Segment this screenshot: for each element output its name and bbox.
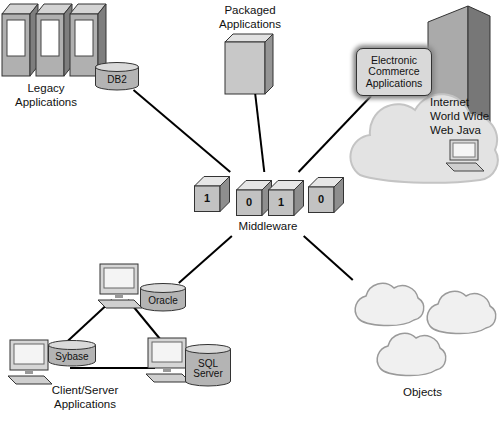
computer-screen <box>14 344 44 364</box>
laptop-display <box>453 143 475 157</box>
package-group: Packaged Applications <box>205 4 295 94</box>
internet-cloud <box>350 94 497 183</box>
cube-front <box>195 186 221 212</box>
database-cylinder: Sybase <box>48 340 96 366</box>
database-cylinder: DB2 <box>95 62 139 90</box>
package-front <box>225 42 265 94</box>
cylinder-top <box>49 341 96 350</box>
computer-neck <box>163 368 171 372</box>
connector-line <box>255 94 264 172</box>
cube-front <box>237 190 263 216</box>
object-cloud <box>377 333 445 375</box>
laptop-screen <box>450 140 478 160</box>
object-cloud <box>427 291 495 333</box>
group-label: Objects <box>350 386 495 400</box>
computer-monitor <box>100 264 138 294</box>
cube-outline <box>194 176 230 212</box>
package-side <box>265 34 273 94</box>
objects-group: Objects <box>350 280 495 405</box>
server-front <box>2 14 30 76</box>
cube-outline <box>236 180 272 216</box>
connector-line <box>299 96 372 172</box>
group-label: Packaged Applications <box>205 4 295 32</box>
cube-front <box>309 187 335 213</box>
cylinder-top <box>141 284 186 293</box>
cylinder-body <box>186 349 231 386</box>
database-label: Oracle <box>140 292 186 310</box>
bit-digit: 1 <box>194 186 220 212</box>
database-label: DB2 <box>95 71 139 89</box>
cube-side <box>294 181 304 216</box>
database-label: SQL Server <box>185 353 231 385</box>
computer-keyboard <box>146 374 190 382</box>
client-server-group: OracleSybase SQL ServerClient/Server Appl… <box>0 258 235 422</box>
computer-neck <box>25 370 33 374</box>
object-cloud <box>355 283 423 325</box>
cloud-label: Internet World Wide Web Java <box>430 96 500 137</box>
box-label: Electronic Commerce Applications <box>357 49 431 95</box>
computer-keyboard <box>98 300 142 308</box>
database-cylinder: SQL Server <box>185 344 231 386</box>
server-panel <box>7 20 25 56</box>
computer-monitor <box>148 338 186 368</box>
cube-front <box>269 190 295 216</box>
connector-line <box>179 236 232 283</box>
bit-cube: 0 <box>308 177 344 213</box>
computer-screen <box>152 342 182 362</box>
bit-cube: 0 <box>236 180 272 216</box>
bit-digit: 1 <box>268 190 294 216</box>
database-cylinder: Oracle <box>140 283 186 311</box>
cube-outline <box>268 180 304 216</box>
application-box: Electronic Commerce Applications <box>356 48 432 96</box>
database-label: Sybase <box>48 349 96 365</box>
computer-screen <box>104 268 134 288</box>
laptop-keyboard <box>446 163 484 171</box>
server-panel <box>41 20 59 56</box>
bit-cube: 1 <box>194 176 230 212</box>
group-label: Legacy Applications <box>4 82 88 110</box>
legacy-group: Legacy Applications <box>0 0 112 118</box>
connector-line <box>134 90 231 172</box>
server-front <box>70 14 98 76</box>
cube-side <box>334 178 344 213</box>
cube-outline <box>308 177 344 213</box>
group-label: Client/Server Applications <box>30 384 140 412</box>
bit-digit: 0 <box>236 190 262 216</box>
cube-side <box>220 177 230 212</box>
internet-cloud-group: Electronic Commerce ApplicationsInternet… <box>350 0 500 190</box>
middleware-group: 1010Middleware <box>188 172 348 236</box>
bit-cube: 1 <box>268 180 304 216</box>
server-panel <box>75 20 93 56</box>
cylinder-top <box>186 345 231 354</box>
group-label: Middleware <box>188 220 348 234</box>
network-wire <box>70 367 155 369</box>
cylinder-top <box>96 63 139 72</box>
server-front <box>36 14 64 76</box>
bit-digit: 0 <box>308 187 334 213</box>
computer-neck <box>115 294 123 298</box>
connector-line <box>304 236 353 280</box>
computer-keyboard <box>8 376 52 384</box>
computer-monitor <box>10 340 48 370</box>
